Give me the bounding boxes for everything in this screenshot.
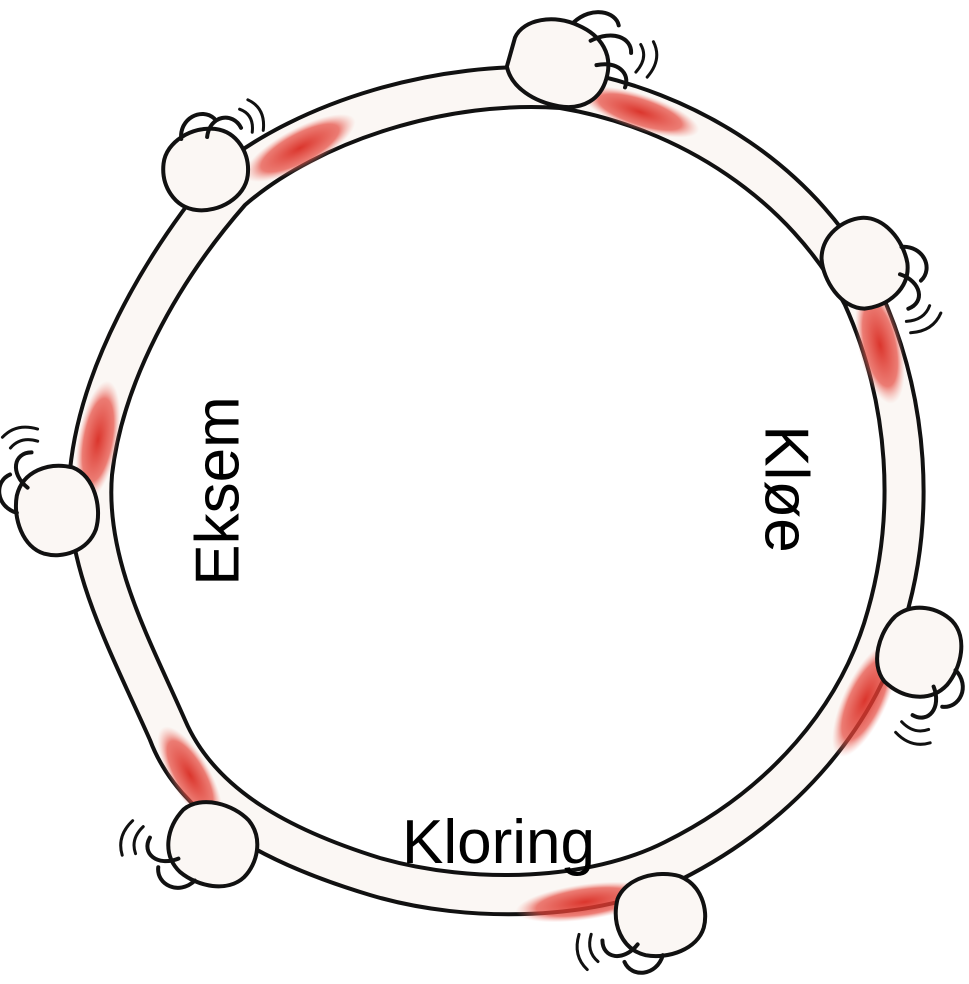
label-kloring: Kloring	[402, 812, 595, 874]
label-eksem: Eksem	[188, 396, 250, 585]
label-kloe: Kløe	[755, 425, 817, 552]
